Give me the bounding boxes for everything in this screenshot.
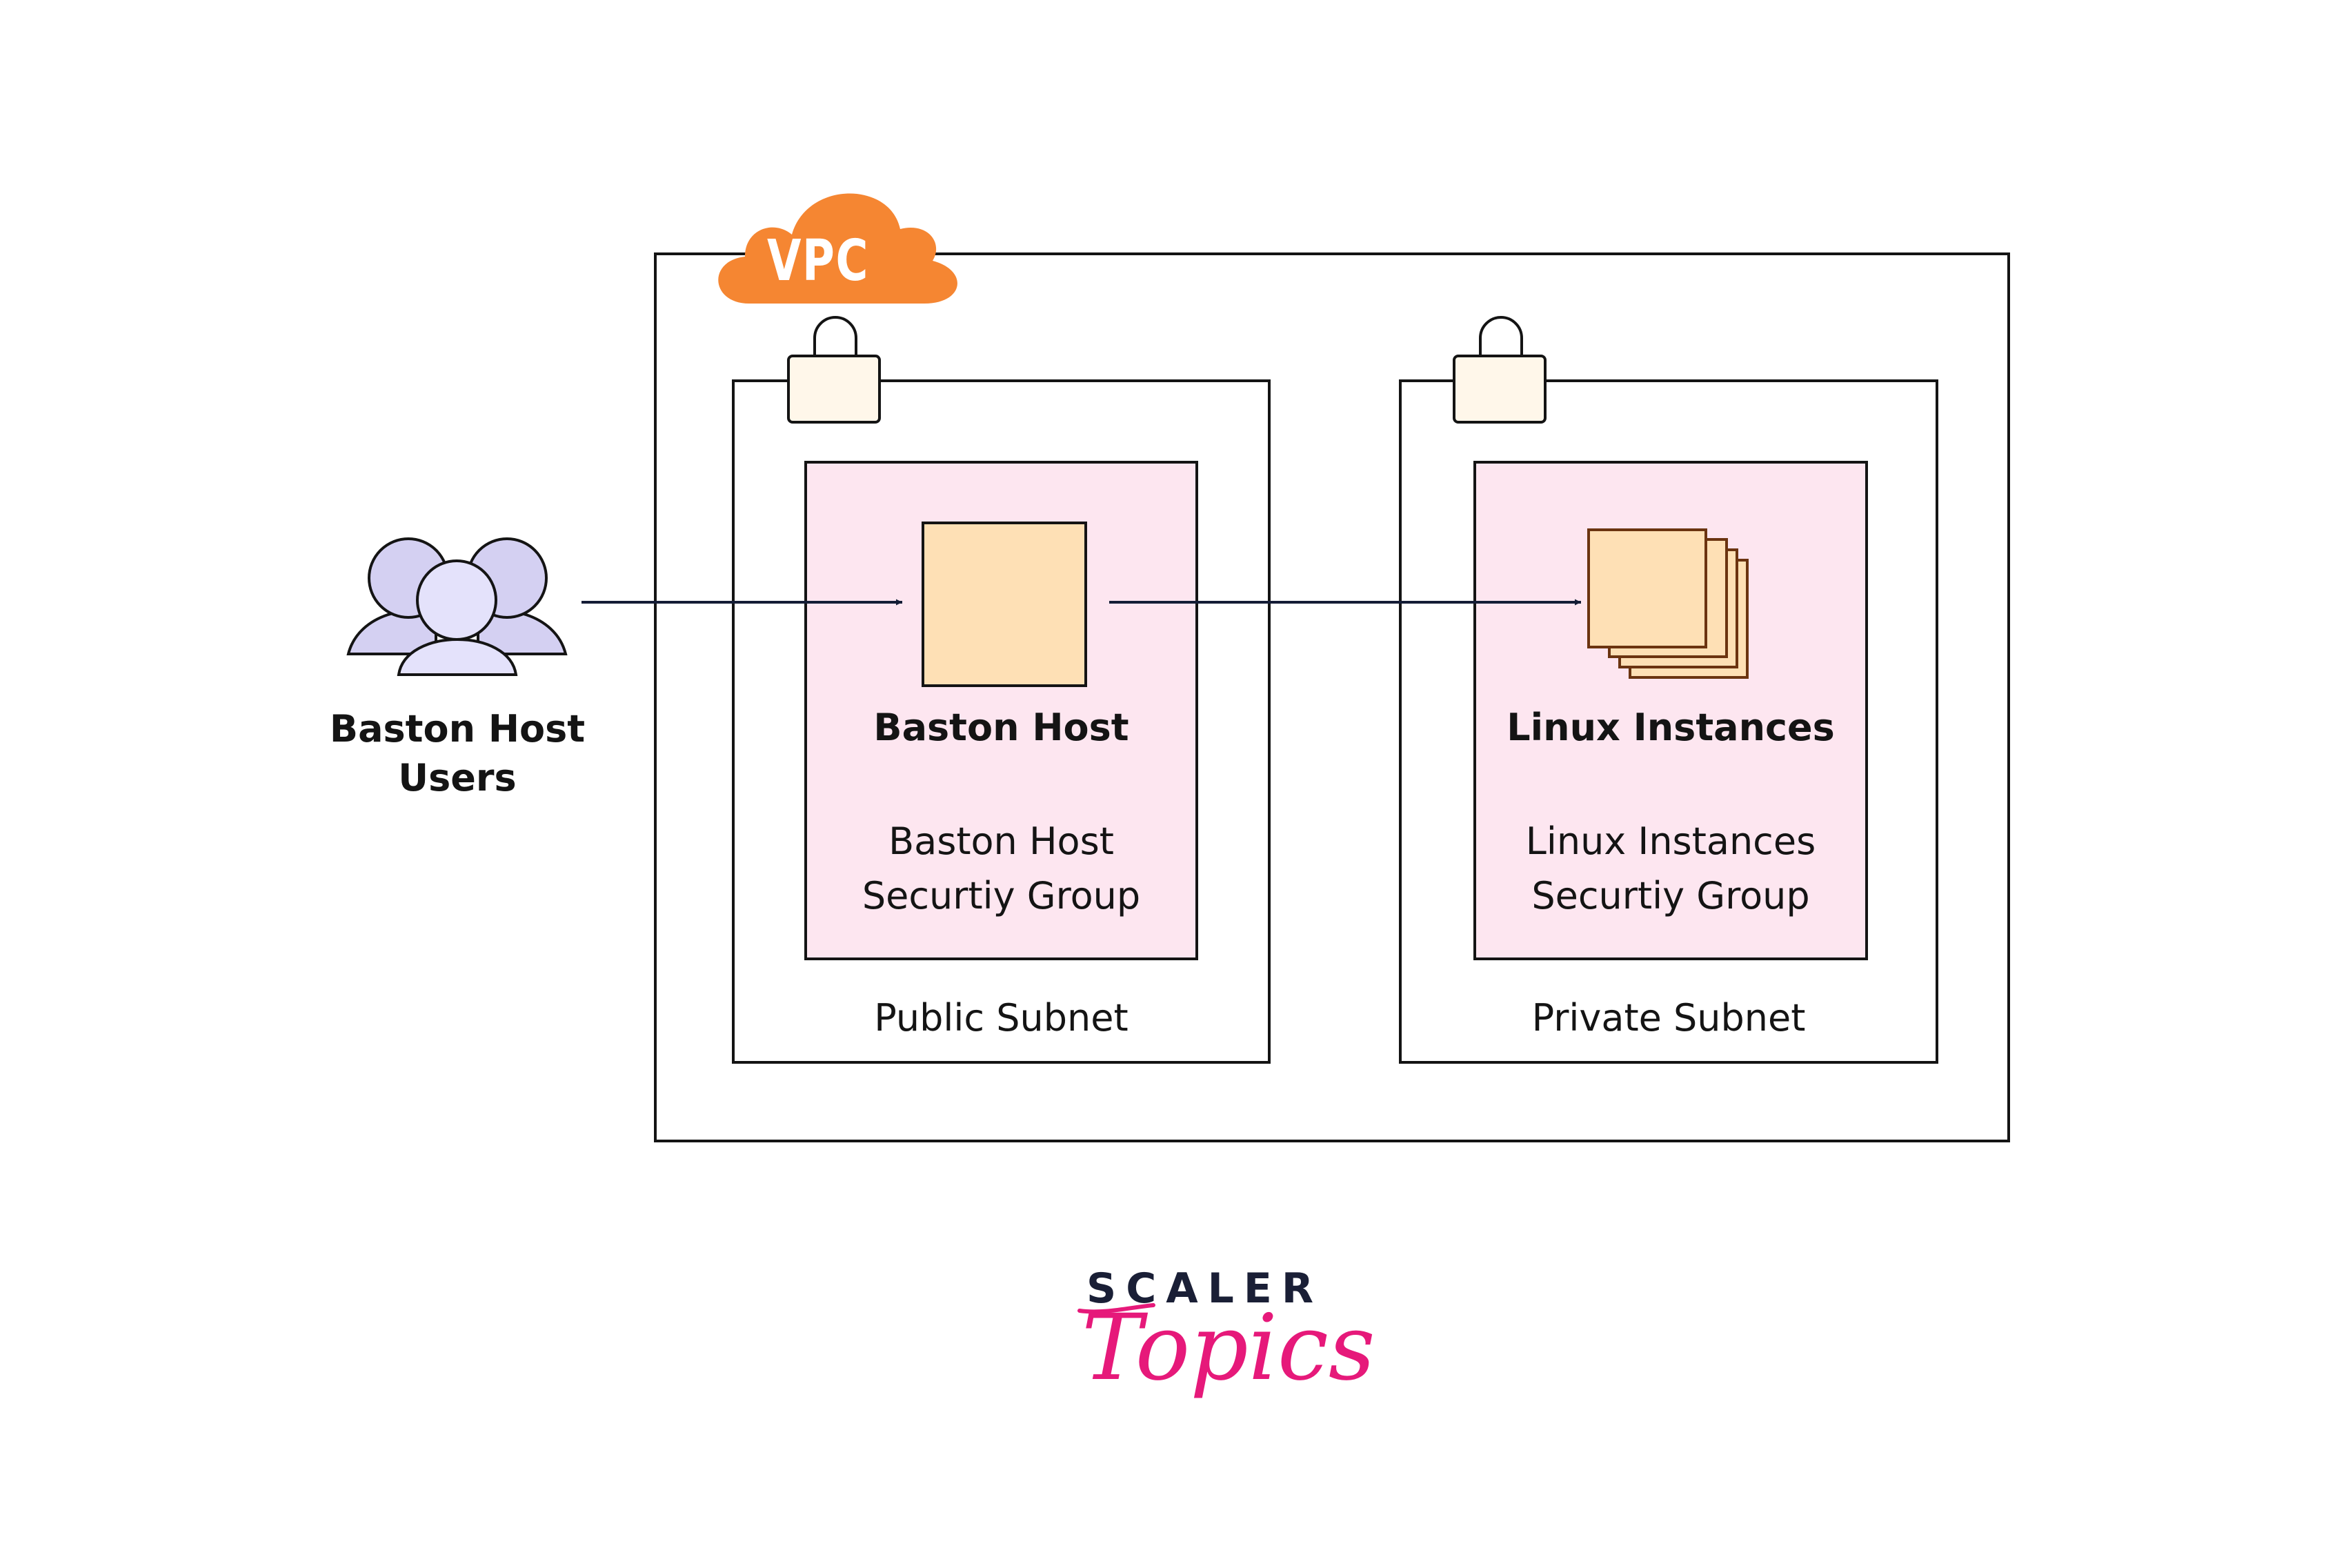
baston-sg-line1: Baston Host bbox=[888, 820, 1114, 863]
public-subnet-lock-icon bbox=[787, 316, 881, 424]
brand-logo-scaler: SCALER bbox=[1086, 1264, 1324, 1313]
baston-sg-line2: Securtiy Group bbox=[862, 874, 1141, 917]
public-subnet-label: Public Subnet bbox=[874, 996, 1129, 1040]
users-group-icon bbox=[346, 537, 568, 676]
private-subnet-lock-icon bbox=[1453, 316, 1547, 424]
vpc-boundary bbox=[654, 252, 2010, 1142]
baston-host-instance-icon bbox=[922, 522, 1087, 687]
brand-logo-topics: Topics bbox=[1082, 1295, 1375, 1401]
users-label-line2: Users bbox=[398, 756, 517, 800]
linux-instances-title: Linux Instances bbox=[1507, 706, 1835, 749]
linux-sg-line1: Linux Instances bbox=[1525, 820, 1816, 863]
baston-host-title: Baston Host bbox=[873, 706, 1129, 749]
private-subnet-label: Private Subnet bbox=[1531, 996, 1806, 1040]
brand-swoosh bbox=[1077, 1303, 1155, 1314]
linux-instances-icon bbox=[1587, 528, 1749, 679]
users-label-line1: Baston Host bbox=[329, 707, 586, 751]
vpc-label: VPC bbox=[767, 228, 870, 294]
linux-sg-line2: Securtiy Group bbox=[1531, 874, 1810, 917]
vpc-cloud-icon bbox=[718, 193, 957, 304]
